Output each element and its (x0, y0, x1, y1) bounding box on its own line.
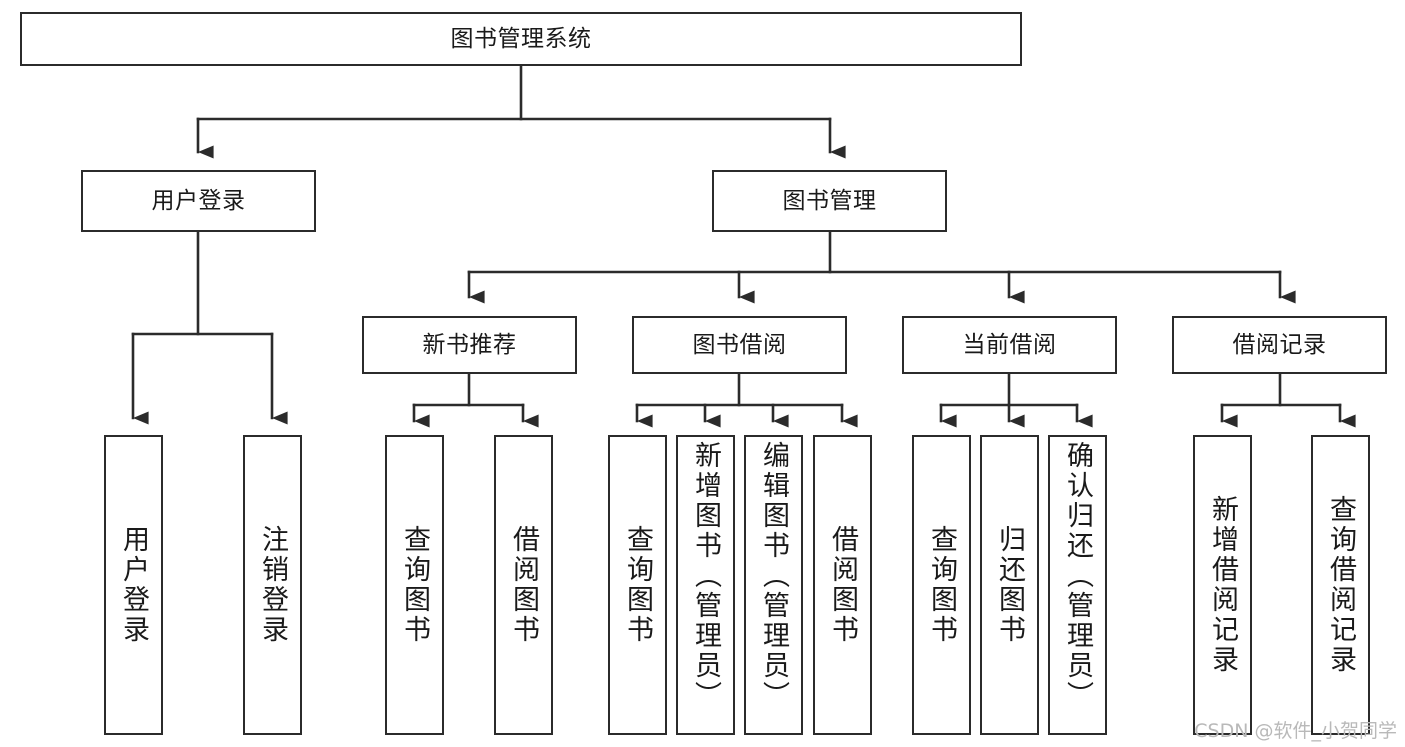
leaf-borrow-book-1-label: 借阅图书 (508, 525, 539, 645)
leaf-query-book-2[interactable]: 查询图书 (608, 435, 667, 735)
leaf-query-book-3-label: 查询图书 (926, 525, 957, 645)
leaf-confirm-return-admin-label: 确认归还（管理员） (1062, 441, 1093, 711)
leaf-borrow-book-1[interactable]: 借阅图书 (494, 435, 553, 735)
leaf-add-borrow-record[interactable]: 新增借阅记录 (1193, 435, 1252, 735)
leaf-query-book-1[interactable]: 查询图书 (385, 435, 444, 735)
csdn-watermark: CSDN @软件_小贺同学 (1194, 720, 1397, 742)
node-borrow-record[interactable]: 借阅记录 (1172, 316, 1387, 374)
leaf-logout-login[interactable]: 注销登录 (243, 435, 302, 735)
node-book-borrow[interactable]: 图书借阅 (632, 316, 847, 374)
leaf-query-book-2-label: 查询图书 (622, 525, 653, 645)
node-current-borrow-label: 当前借阅 (962, 331, 1057, 358)
node-borrow-record-label: 借阅记录 (1232, 331, 1327, 358)
node-current-borrow[interactable]: 当前借阅 (902, 316, 1117, 374)
node-user-login[interactable]: 用户登录 (81, 170, 316, 232)
leaf-return-book-label: 归还图书 (994, 525, 1025, 645)
leaf-user-login-label: 用户登录 (118, 525, 149, 645)
node-book-manage[interactable]: 图书管理 (712, 170, 947, 232)
leaf-edit-book-admin[interactable]: 编辑图书（管理员） (744, 435, 803, 735)
node-user-login-label: 用户登录 (151, 187, 246, 214)
node-new-book-recommend[interactable]: 新书推荐 (362, 316, 577, 374)
leaf-query-book-1-label: 查询图书 (399, 525, 430, 645)
leaf-add-book-admin-label: 新增图书（管理员） (690, 441, 721, 711)
leaf-logout-login-label: 注销登录 (257, 525, 288, 645)
leaf-query-borrow-record[interactable]: 查询借阅记录 (1311, 435, 1370, 735)
leaf-confirm-return-admin[interactable]: 确认归还（管理员） (1048, 435, 1107, 735)
leaf-borrow-book-2[interactable]: 借阅图书 (813, 435, 872, 735)
node-book-manage-label: 图书管理 (782, 187, 877, 214)
node-root[interactable]: 图书管理系统 (20, 12, 1022, 66)
leaf-borrow-book-2-label: 借阅图书 (827, 525, 858, 645)
leaf-add-book-admin[interactable]: 新增图书（管理员） (676, 435, 735, 735)
node-book-borrow-label: 图书借阅 (692, 331, 787, 358)
leaf-add-borrow-record-label: 新增借阅记录 (1207, 495, 1238, 675)
leaf-return-book[interactable]: 归还图书 (980, 435, 1039, 735)
node-new-book-recommend-label: 新书推荐 (422, 331, 517, 358)
leaf-edit-book-admin-label: 编辑图书（管理员） (758, 441, 789, 711)
node-root-label: 图书管理系统 (450, 25, 592, 52)
leaf-user-login[interactable]: 用户登录 (104, 435, 163, 735)
leaf-query-borrow-record-label: 查询借阅记录 (1325, 495, 1356, 675)
leaf-query-book-3[interactable]: 查询图书 (912, 435, 971, 735)
